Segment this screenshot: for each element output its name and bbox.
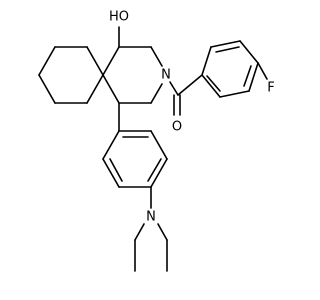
- bond: [150, 158, 168, 188]
- bond: [150, 130, 168, 160]
- bond: [150, 83, 163, 104]
- bond: [248, 62, 259, 92]
- cyclohexane-ring: [38, 46, 104, 104]
- bond: [86, 74, 104, 104]
- aminophenyl-ring: [102, 130, 168, 188]
- bond: [134, 223, 145, 241]
- bond: [210, 40, 241, 48]
- bond: [243, 65, 252, 87]
- bond: [86, 46, 104, 76]
- molecule-diagram: HO N O F N: [38, 10, 275, 272]
- bond: [201, 46, 212, 76]
- bond: [239, 40, 259, 64]
- bond: [38, 74, 56, 104]
- bond: [257, 62, 268, 80]
- bond: [102, 74, 120, 104]
- ring-nitrogen-label: N: [161, 68, 171, 83]
- piperidine-ring: [102, 46, 163, 104]
- bond: [109, 158, 123, 182]
- bond: [219, 90, 250, 98]
- carbonyl-double-bond: [173, 94, 181, 116]
- structure-svg: HO N O F N: [38, 10, 275, 272]
- bond: [150, 46, 163, 67]
- bond: [102, 158, 120, 188]
- bond: [169, 81, 179, 96]
- bond: [215, 46, 240, 53]
- diethyl-groups: [134, 223, 168, 272]
- bond: [102, 130, 120, 160]
- bond: [206, 75, 221, 92]
- fluorine-label: F: [267, 81, 274, 96]
- bond: [147, 158, 162, 182]
- amine-nitrogen-label: N: [146, 210, 156, 225]
- bond: [157, 223, 168, 241]
- bond: [102, 46, 120, 76]
- carbonyl-oxygen-label: O: [172, 120, 182, 135]
- bond: [38, 46, 56, 76]
- bond: [201, 74, 221, 98]
- bond: [177, 74, 203, 96]
- fluorophenyl-ring: [201, 40, 259, 98]
- hydroxyl-label: HO: [109, 10, 129, 25]
